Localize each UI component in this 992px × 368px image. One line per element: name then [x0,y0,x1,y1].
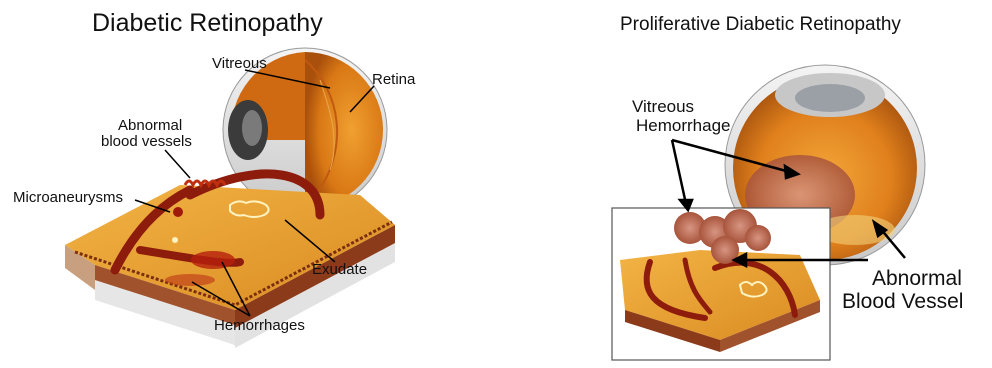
label-blood-vessel-line2: Blood Vessel [842,291,963,313]
label-microaneurysms: Microaneurysms [13,190,123,206]
label-blood-vessels-line2: blood vessels [101,134,192,150]
right-panel-title: Proliferative Diabetic Retinopathy [620,15,901,35]
right-inset-panel [612,208,830,360]
label-retina: Retina [372,72,415,88]
label-abnormal-line1: Abnormal [118,118,182,134]
label-hemorrhages: Hemorrhages [214,318,305,334]
left-panel-title: Diabetic Retinopathy [92,10,323,36]
label-vitreous-line1: Vitreous [632,98,694,116]
label-hemorrhage-line2: Hemorrhage [636,117,731,135]
label-abnormal-line1-right: Abnormal [872,268,962,290]
label-exudate: Exudate [312,262,367,278]
label-vitreous: Vitreous [212,56,267,72]
